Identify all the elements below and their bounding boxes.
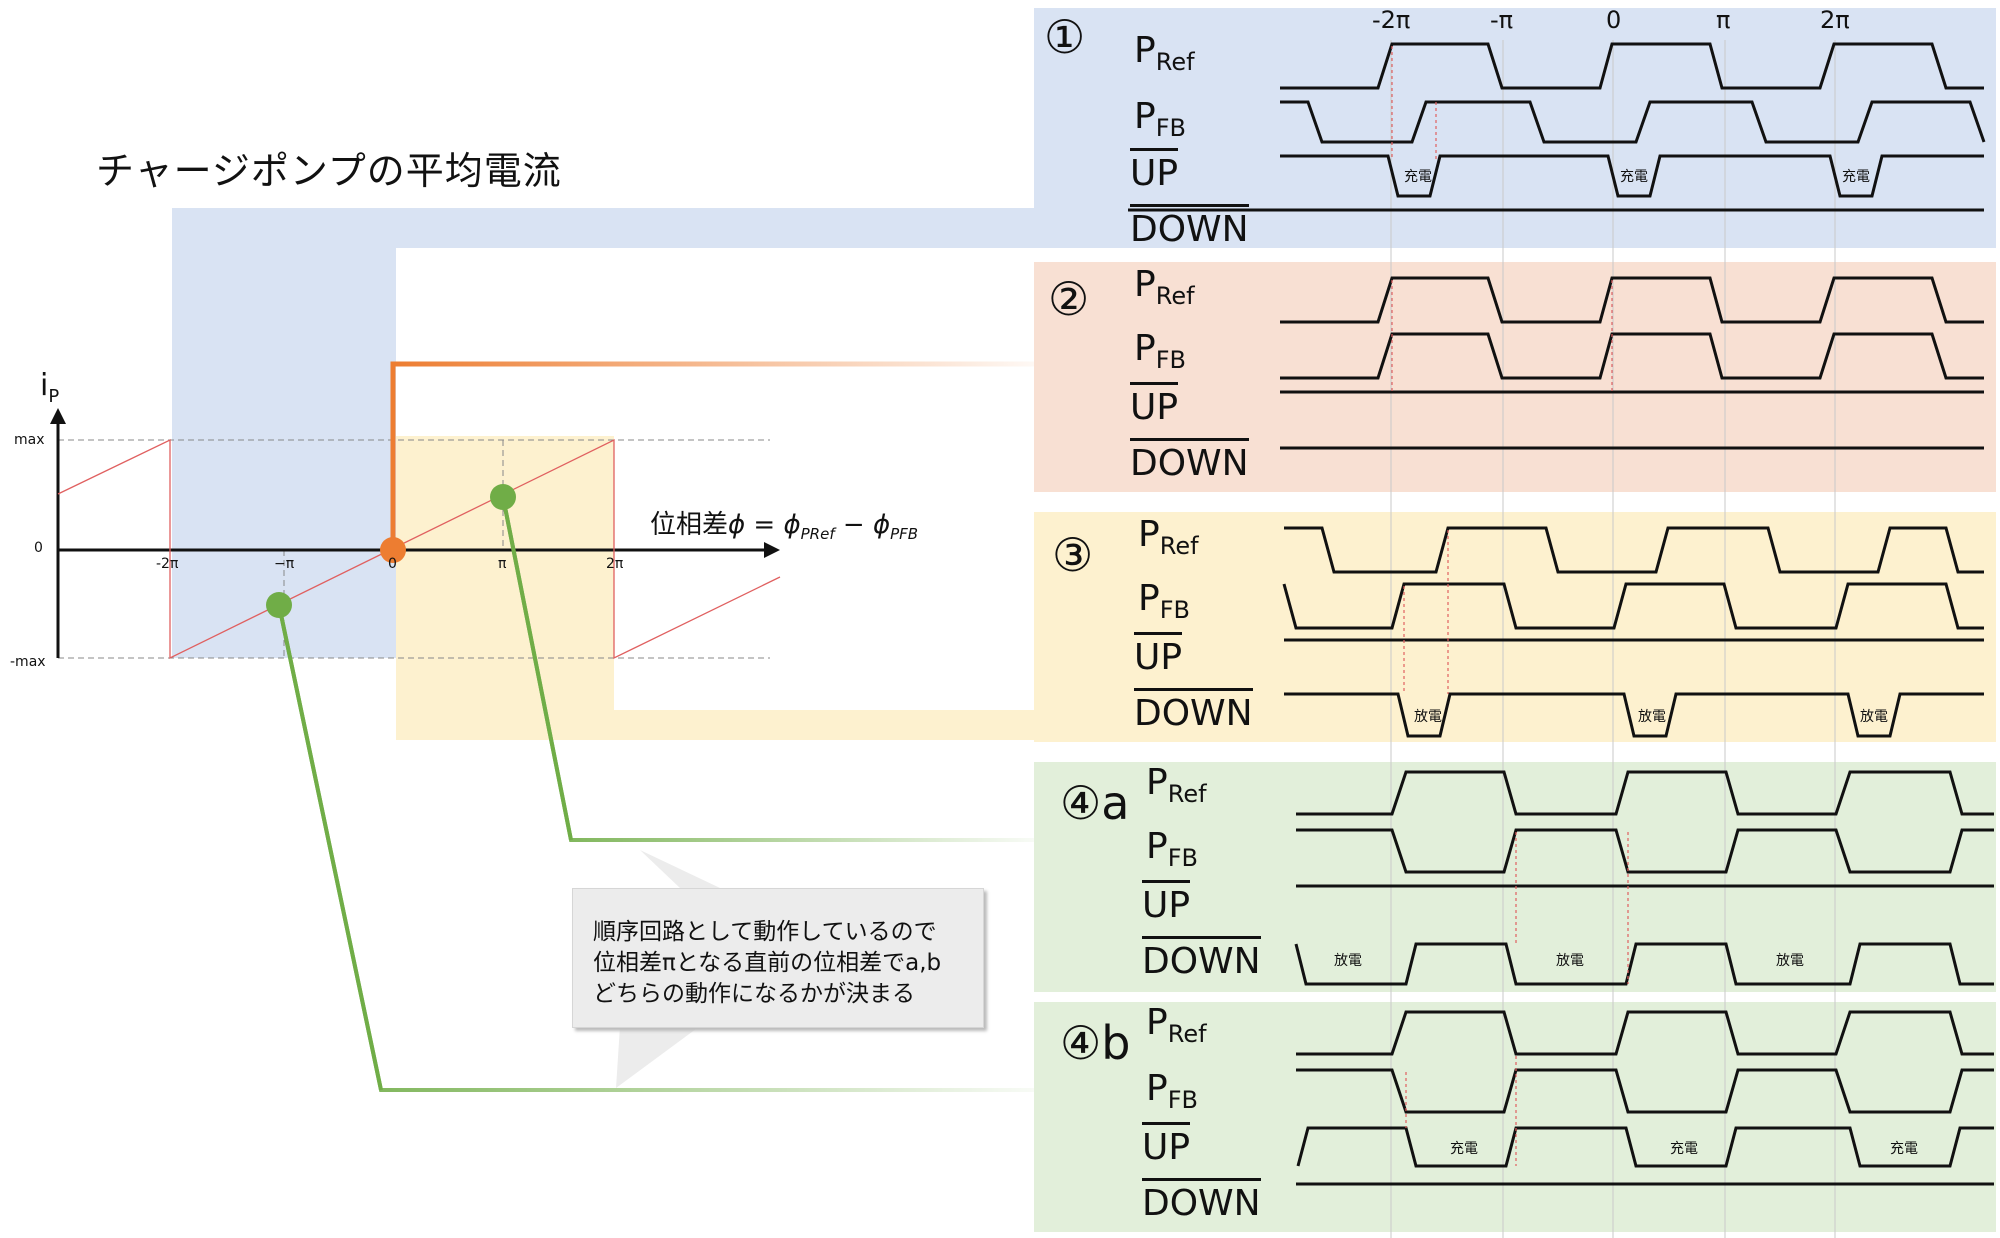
p4b-up-wave: [1296, 1126, 1994, 1168]
p1-pfb-label: PFB: [1134, 96, 1186, 142]
p1-up-label: UP: [1130, 148, 1179, 194]
p4a-up-label: UP: [1142, 880, 1191, 926]
p4a-down-wave: [1294, 942, 1994, 986]
y-axis-arrow: [50, 408, 66, 424]
top-tick-zero: 0: [1606, 6, 1622, 34]
p3-down-label: DOWN: [1134, 688, 1253, 734]
p1-ann-3: 充電: [1842, 169, 1870, 185]
top-tick-2pi: 2π: [1820, 6, 1850, 34]
callout-box: 順序回路として動作しているので 位相差πとなる直前の位相差でa,b どちらの動作…: [572, 888, 984, 1028]
p1-down-label: DOWN: [1130, 204, 1249, 250]
p4a-down-label: DOWN: [1142, 936, 1261, 982]
callout-text: 順序回路として動作しているので 位相差πとなる直前の位相差でa,b どちらの動作…: [593, 919, 942, 1007]
marker-zero: [380, 537, 406, 563]
x-tick-pi: π: [498, 556, 507, 572]
p4b-down-label: DOWN: [1142, 1178, 1261, 1224]
p4b-up-label: UP: [1142, 1122, 1191, 1168]
p1-pfb-wave: [1280, 100, 1986, 144]
marker-mpi: [266, 592, 292, 618]
p4b-pref-label: PRef: [1146, 1002, 1207, 1048]
p2-pref-wave: [1280, 276, 1984, 324]
p1-up-wave: [1280, 154, 1984, 198]
p3-pref-label: PRef: [1138, 514, 1199, 560]
panel-1-number: ①: [1044, 10, 1086, 64]
x-tick-m2pi: -2π: [156, 556, 179, 572]
p2-down-label: DOWN: [1130, 438, 1249, 484]
p4a-ann-3: 放電: [1776, 953, 1804, 969]
y-tick-minmax: -max: [10, 654, 46, 670]
p3-down-wave: [1284, 692, 1984, 738]
panel-4b-number: ④b: [1060, 1016, 1131, 1070]
top-tick-m2pi: -2π: [1372, 6, 1411, 34]
p4b-pfb-label: PFB: [1146, 1068, 1198, 1114]
p4b-pfb-wave: [1296, 1068, 1994, 1114]
panel-1-bg: [1034, 8, 1996, 248]
x-axis-arrow: [764, 542, 780, 558]
p3-ann-1: 放電: [1414, 709, 1442, 725]
yellow-highlight-region: [396, 436, 1034, 740]
x-axis-formula: 位相差ϕ = ϕPRef − ϕPFB: [650, 510, 919, 544]
p4a-pfb-label: PFB: [1146, 826, 1198, 872]
panel-3-number: ③: [1052, 528, 1094, 582]
y-axis-label: iP: [40, 368, 60, 407]
p4a-pref-wave: [1296, 770, 1994, 816]
p4b-ann-1: 充電: [1450, 1141, 1478, 1157]
callout-tail: [640, 850, 720, 888]
x-tick-zero: 0: [388, 556, 397, 572]
p4a-ann-2: 放電: [1556, 953, 1584, 969]
page-title: チャージポンプの平均電流: [96, 149, 562, 193]
panel-2-number: ②: [1048, 272, 1090, 326]
p3-pref-wave: [1284, 526, 1984, 574]
y-tick-max: max: [14, 432, 45, 448]
p3-ann-3: 放電: [1860, 709, 1888, 725]
p3-pfb-wave: [1282, 582, 1984, 630]
p4b-pref-wave: [1296, 1010, 1994, 1056]
x-tick-mpi: −π: [274, 556, 295, 572]
x-tick-2pi: 2π: [606, 556, 624, 572]
p2-up-label: UP: [1130, 382, 1179, 428]
p2-pfb-label: PFB: [1134, 328, 1186, 374]
p4a-pfb-wave: [1296, 828, 1994, 874]
p3-pfb-label: PFB: [1138, 578, 1190, 624]
panel-4b-bg: [1034, 1002, 1996, 1232]
p4a-ann-1: 放電: [1334, 953, 1362, 969]
p1-pref-wave: [1280, 42, 1984, 90]
top-tick-pi: π: [1716, 6, 1731, 34]
p4b-ann-2: 充電: [1670, 1141, 1698, 1157]
p2-pref-label: PRef: [1134, 264, 1195, 310]
panel-4a-bg: [1034, 762, 1996, 992]
top-tick-mpi: -π: [1490, 6, 1514, 34]
p1-ann-1: 充電: [1404, 169, 1432, 185]
panel-4a-number: ④a: [1060, 776, 1130, 830]
p3-up-label: UP: [1134, 632, 1183, 678]
p2-pfb-wave: [1280, 332, 1984, 380]
p1-pref-label: PRef: [1134, 30, 1195, 76]
waveforms: [1128, 42, 1994, 1186]
callout-tail-bottom: [616, 1026, 700, 1088]
p1-ann-2: 充電: [1620, 169, 1648, 185]
y-tick-zero: 0: [34, 540, 43, 556]
marker-pi: [490, 484, 516, 510]
p4a-pref-label: PRef: [1146, 762, 1207, 808]
p3-ann-2: 放電: [1638, 709, 1666, 725]
p4b-ann-3: 充電: [1890, 1141, 1918, 1157]
